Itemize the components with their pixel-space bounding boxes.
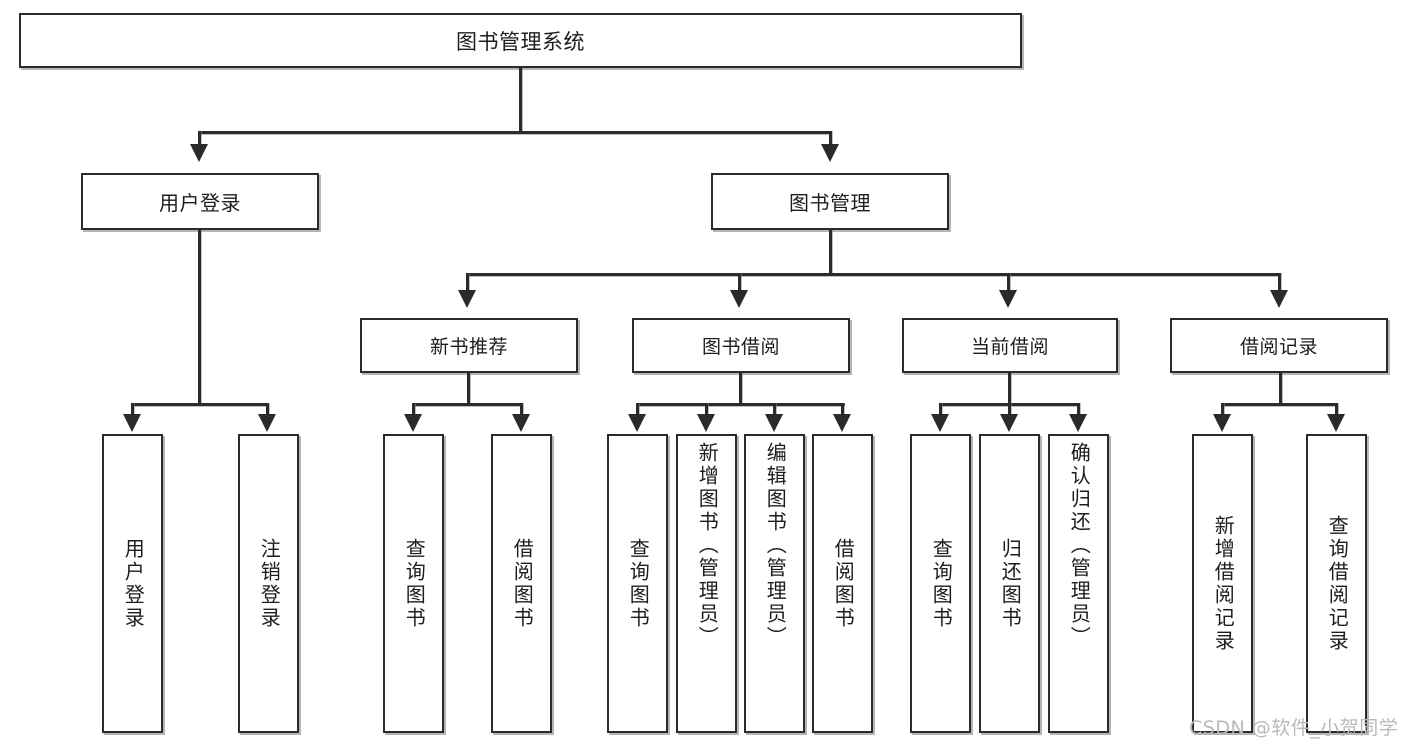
- connector-root-to-book-manage: [829, 131, 832, 145]
- node-label: 查询图书: [929, 537, 954, 630]
- leaf-add-record[interactable]: 新增借阅记录: [1192, 434, 1253, 733]
- arrow-to-leaf-confirm-return: [1069, 414, 1087, 432]
- connector-nbr-bus: [413, 403, 522, 406]
- node-label: 借阅记录: [1239, 336, 1318, 358]
- connector-br-bus: [1222, 403, 1337, 406]
- node-label: 新增图书（管理员）: [695, 442, 720, 649]
- node-label: 借阅图书: [510, 537, 535, 630]
- connector-bb-drop-4: [841, 403, 844, 415]
- arrow-to-leaf-query-record: [1327, 414, 1345, 432]
- connector-book-manage-stem: [829, 230, 832, 275]
- connector-bb-stem: [739, 373, 742, 405]
- arrow-to-leaf-borrow-book-1: [512, 414, 530, 432]
- arrow-root-to-user-login: [190, 144, 208, 162]
- arrow-to-leaf-add-book: [697, 414, 715, 432]
- node-label: 编辑图书（管理员）: [763, 442, 788, 649]
- node-book-borrow[interactable]: 图书借阅: [632, 318, 850, 373]
- arrow-to-leaf-borrow-book-2: [833, 414, 851, 432]
- leaf-query-book-1[interactable]: 查询图书: [383, 434, 444, 733]
- node-label: 借阅图书: [831, 537, 856, 630]
- connector-cb-drop-3: [1077, 403, 1080, 415]
- connector-bm-drop-1: [466, 273, 469, 291]
- connector-nbr-drop-2: [520, 403, 523, 415]
- node-label: 用户登录: [121, 537, 146, 630]
- node-label: 当前借阅: [970, 336, 1049, 358]
- arrow-to-current-borrow: [999, 290, 1017, 308]
- node-label: 确认归还（管理员）: [1067, 442, 1092, 649]
- node-label: 图书借阅: [701, 336, 780, 358]
- arrow-to-leaf-query-book-3: [931, 414, 949, 432]
- leaf-query-book-2[interactable]: 查询图书: [607, 434, 668, 733]
- leaf-borrow-book-1[interactable]: 借阅图书: [491, 434, 552, 733]
- connector-bb-bus: [637, 403, 845, 406]
- node-label: 注销登录: [257, 537, 282, 630]
- arrow-to-leaf-query-book-2: [628, 414, 646, 432]
- node-borrow-record[interactable]: 借阅记录: [1170, 318, 1388, 373]
- watermark-text: CSDN @软件_小贺同学: [1189, 717, 1399, 739]
- connector-book-manage-bus: [466, 273, 1281, 276]
- leaf-confirm-return[interactable]: 确认归还（管理员）: [1048, 434, 1109, 733]
- node-label: 用户登录: [159, 191, 241, 215]
- connector-br-drop-2: [1335, 403, 1338, 415]
- node-label: 图书管理系统: [456, 29, 585, 54]
- leaf-query-record[interactable]: 查询借阅记录: [1306, 434, 1367, 733]
- connector-user-login-drop-1: [131, 403, 134, 415]
- connector-bb-drop-2: [705, 403, 708, 415]
- connector-bm-drop-4: [1278, 273, 1281, 291]
- connector-nbr-drop-1: [412, 403, 415, 415]
- connector-user-login-drop-2: [266, 403, 269, 415]
- arrow-to-leaf-user-login: [123, 414, 141, 432]
- connector-br-drop-1: [1221, 403, 1224, 415]
- connector-bm-drop-2: [738, 273, 741, 291]
- arrow-to-leaf-add-record: [1213, 414, 1231, 432]
- node-new-book-rec[interactable]: 新书推荐: [360, 318, 578, 373]
- connector-cb-drop-2: [1008, 403, 1011, 415]
- arrow-root-to-book-manage: [821, 144, 839, 162]
- node-label: 新书推荐: [429, 336, 508, 358]
- connector-root-stem: [519, 68, 522, 133]
- connector-bb-drop-1: [636, 403, 639, 415]
- arrow-to-borrow-record: [1270, 290, 1288, 308]
- connector-bm-drop-3: [1007, 273, 1010, 291]
- leaf-borrow-book-2[interactable]: 借阅图书: [812, 434, 873, 733]
- node-user-login[interactable]: 用户登录: [81, 173, 319, 230]
- connector-br-stem: [1279, 373, 1282, 405]
- connector-bb-drop-3: [773, 403, 776, 415]
- leaf-edit-book[interactable]: 编辑图书（管理员）: [744, 434, 805, 733]
- node-current-borrow[interactable]: 当前借阅: [902, 318, 1118, 373]
- leaf-logout[interactable]: 注销登录: [238, 434, 299, 733]
- arrow-to-new-book-rec: [458, 290, 476, 308]
- connector-root-to-user-login: [198, 131, 201, 145]
- node-label: 查询图书: [626, 537, 651, 630]
- leaf-user-login[interactable]: 用户登录: [102, 434, 163, 733]
- node-label: 查询借阅记录: [1325, 514, 1350, 653]
- connector-user-login-bus: [132, 403, 268, 406]
- leaf-query-book-3[interactable]: 查询图书: [910, 434, 971, 733]
- arrow-to-leaf-edit-book: [765, 414, 783, 432]
- node-label: 归还图书: [998, 537, 1023, 630]
- node-root-system[interactable]: 图书管理系统: [19, 13, 1022, 68]
- node-label: 查询图书: [402, 537, 427, 630]
- leaf-return-book[interactable]: 归还图书: [979, 434, 1040, 733]
- connector-cb-drop-1: [939, 403, 942, 415]
- node-label: 新增借阅记录: [1211, 514, 1236, 653]
- node-label: 图书管理: [789, 191, 871, 215]
- connector-user-login-stem: [198, 230, 201, 405]
- connector-nbr-stem: [467, 373, 470, 405]
- connector-root-bus: [198, 131, 832, 134]
- leaf-add-book[interactable]: 新增图书（管理员）: [676, 434, 737, 733]
- arrow-to-leaf-return-book: [1000, 414, 1018, 432]
- connector-cb-stem: [1008, 373, 1011, 405]
- node-book-manage[interactable]: 图书管理: [711, 173, 949, 230]
- arrow-to-leaf-logout: [258, 414, 276, 432]
- arrow-to-leaf-query-book-1: [404, 414, 422, 432]
- arrow-to-book-borrow: [730, 290, 748, 308]
